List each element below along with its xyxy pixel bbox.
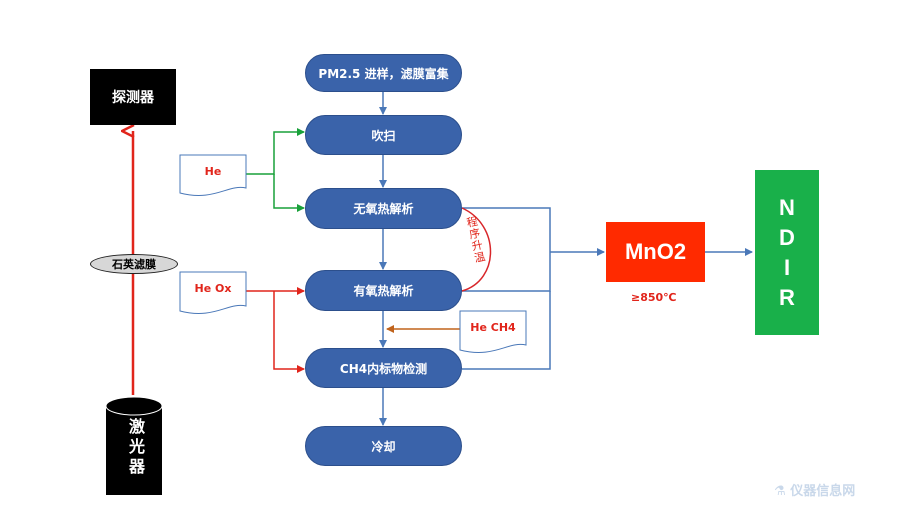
mno2-label: MnO2 bbox=[624, 239, 687, 264]
ramp-curve bbox=[461, 207, 492, 292]
heox-doc-shape bbox=[179, 271, 247, 315]
he-label: He bbox=[204, 164, 222, 178]
laser-top bbox=[105, 396, 163, 416]
step-purge-label: 吹扫 bbox=[371, 128, 396, 143]
ndir-letter-i: I bbox=[783, 254, 791, 280]
step-aerobic-label: 有氧热解析 bbox=[353, 284, 414, 298]
watermark-text: 仪器信息网 bbox=[790, 484, 856, 499]
mno2-box: MnO2 bbox=[606, 222, 705, 282]
laser-body bbox=[106, 406, 162, 495]
step-ch4-detect: CH4内标物检测 bbox=[305, 348, 462, 388]
step-aerobic: 有氧热解析 bbox=[305, 270, 462, 311]
hech4-doc-shape bbox=[459, 310, 527, 354]
watermark: ⚗ 仪器信息网 bbox=[774, 480, 855, 499]
detector-label: 探测器 bbox=[112, 90, 154, 106]
quartz-filter-label: 石英滤膜 bbox=[112, 258, 156, 271]
heox-to-ch4-line bbox=[273, 291, 305, 373]
he-doc-shape bbox=[179, 154, 247, 197]
ndir-letter-d: D bbox=[779, 224, 795, 250]
temperature-label: ≥850℃ bbox=[631, 291, 677, 304]
step-cooling-label: 冷却 bbox=[371, 439, 396, 454]
step-anaerobic-label: 无氧热解析 bbox=[353, 202, 414, 216]
step-sampling-label: PM2.5 进样，滤膜富集 bbox=[318, 66, 449, 81]
collect-line-1 bbox=[462, 207, 551, 292]
he-to-purge-line bbox=[246, 128, 305, 175]
watermark-icon: ⚗ bbox=[774, 484, 786, 499]
step-anaerobic: 无氧热解析 bbox=[305, 188, 462, 229]
step-cooling: 冷却 bbox=[305, 426, 462, 466]
step-purge: 吹扫 bbox=[305, 115, 462, 155]
he-to-anaerobic-line bbox=[273, 174, 305, 212]
laser-label: 激光器 bbox=[126, 418, 145, 478]
heox-label: He Ox bbox=[194, 281, 232, 295]
step-ch4-detect-label: CH4内标物检测 bbox=[339, 361, 428, 376]
collect-line-2 bbox=[462, 291, 551, 370]
ndir-letter-r: R bbox=[779, 284, 795, 310]
hech4-label: He CH4 bbox=[470, 320, 516, 334]
ndir-box: N D I R bbox=[755, 170, 819, 335]
ndir-letter-n: N bbox=[779, 194, 795, 220]
step-sampling: PM2.5 进样，滤膜富集 bbox=[305, 54, 462, 92]
detector-box: 探测器 bbox=[90, 69, 176, 125]
quartz-filter: 石英滤膜 bbox=[90, 254, 178, 274]
